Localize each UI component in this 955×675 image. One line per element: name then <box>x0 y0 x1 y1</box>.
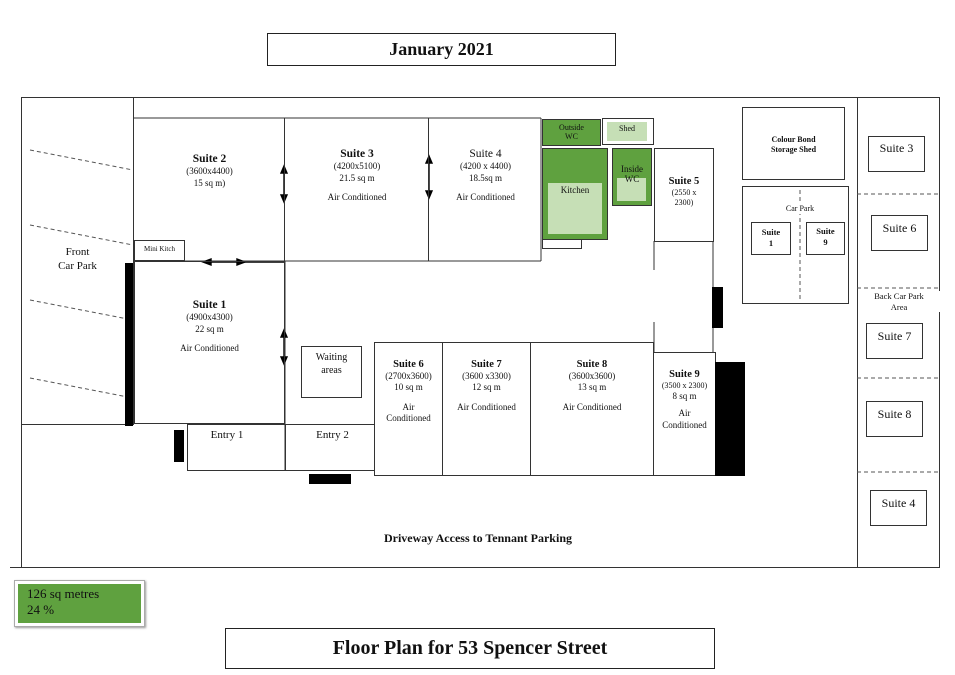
right-suite-4-label: Suite 4 <box>881 496 916 510</box>
right-suite-8-label: Suite 8 <box>877 407 912 421</box>
suite-9-name: Suite 9 <box>669 369 700 380</box>
legend-box: 126 sq metres 24 % <box>14 580 145 627</box>
suite-1-area: 22 sq m <box>195 323 224 334</box>
suite-8-note: Air Conditioned <box>562 401 622 412</box>
entry-2-door <box>309 474 351 484</box>
entry-1-label: Entry 1 <box>210 429 244 441</box>
suite-1-note: Air Conditioned <box>180 342 239 353</box>
car-park-label: Car Park <box>770 204 830 214</box>
right-suite-8 <box>866 401 923 437</box>
right-suite-7 <box>866 323 923 359</box>
suite-6-dims: (2700x3600) <box>385 371 432 382</box>
suite-7-name: Suite 7 <box>471 359 502 370</box>
right-suite-3-label: Suite 3 <box>879 141 914 155</box>
suite-2-label: Suite 2 (3600x4400) 15 sq m) <box>134 152 285 189</box>
suite-3-label: Suite 3 (4200x5100) 21.5 sq m Air Condit… <box>285 147 429 203</box>
suite-8-name: Suite 8 <box>576 359 608 370</box>
suite-9-label: Suite 9 (3500 x 2300) 8 sq m Air Conditi… <box>653 368 716 431</box>
front-wall-block <box>125 263 133 426</box>
suite-3-area: 21.5 sq m <box>339 172 375 183</box>
entry-2-label: Entry 2 <box>316 429 349 441</box>
kitchen-label: Kitchen <box>560 185 590 195</box>
kitchen-bench <box>542 239 582 249</box>
car-park-suite-9-label: Suite 9 <box>816 226 835 247</box>
suite-4-label: Suite 4 (4200 x 4400) 18.5sq m Air Condi… <box>430 147 541 203</box>
colour-bond-shed <box>742 107 845 180</box>
suite-3-name: Suite 3 <box>340 148 374 160</box>
shed-label: Shed <box>619 124 635 133</box>
driveway-label: Driveway Access to Tennant Parking <box>383 531 572 545</box>
suite-7-note: Air Conditioned <box>457 401 516 412</box>
suite-7-label: Suite 7 (3600 x3300) 12 sq m Air Conditi… <box>442 358 531 413</box>
suite-1-label: Suite 1 (4900x4300) 22 sq m Air Conditio… <box>134 298 285 354</box>
suite-1 <box>134 261 285 424</box>
suite-5-door <box>712 287 723 328</box>
right-suite-6-label: Suite 6 <box>882 221 917 235</box>
right-suite-7-label: Suite 7 <box>877 329 912 343</box>
outside-wc <box>542 119 601 146</box>
waiting-areas-label: Waiting areas <box>315 352 348 376</box>
suite-4-dims: (4200 x 4400) <box>460 161 511 172</box>
bottom-cover <box>10 567 858 568</box>
back-car-park-box <box>742 186 849 304</box>
suite-1-name: Suite 1 <box>192 299 227 311</box>
suite-5-dims: (2550 x 2300) <box>671 188 697 208</box>
suite-3 <box>285 118 429 261</box>
suite-7-dims: (3600 x3300) <box>462 371 511 382</box>
footer-title-text: Floor Plan for 53 Spencer Street <box>332 637 608 659</box>
footer-title: Floor Plan for 53 Spencer Street <box>225 628 715 669</box>
right-suite-3 <box>868 136 925 172</box>
suite-5 <box>654 148 714 242</box>
back-car-park-area-label: Back Car Park Area <box>858 291 940 313</box>
suite-9-area: 8 sq m <box>672 391 697 402</box>
entry-1-door <box>174 430 184 462</box>
suite-8-label: Suite 8 (3600x3600) 13 sq m Air Conditio… <box>530 358 654 413</box>
suite-6-area: 10 sq m <box>394 382 423 393</box>
suite-4-area: 18.5sq m <box>468 172 502 183</box>
suite-2-dims: (3600x4400) <box>186 166 233 177</box>
right-suite-4 <box>870 490 927 526</box>
shed-fill <box>607 122 647 141</box>
front-car-park <box>21 97 134 425</box>
kitchen-inner <box>548 183 602 234</box>
waiting-areas <box>301 346 362 398</box>
suite-8-area: 13 sq m <box>577 382 607 393</box>
legend-area: 126 sq metres <box>27 586 100 601</box>
mini-kitch <box>134 240 185 261</box>
car-park-suite-1 <box>751 222 791 255</box>
suite-5-label: Suite 5 (2550 x 2300) <box>654 175 714 208</box>
suite-2-name: Suite 2 <box>192 153 227 165</box>
legend-percent: 24 % <box>27 602 55 617</box>
suite-6-note: Air Conditioned <box>386 401 431 423</box>
suite-4-note: Air Conditioned <box>456 191 515 202</box>
suite-6-name: Suite 6 <box>393 359 424 370</box>
car-park-suite-9 <box>806 222 845 255</box>
front-car-park-label: Front Car Park <box>58 246 97 272</box>
suite-9-dims: (3500 x 2300) <box>661 381 708 391</box>
suite-6-label: Suite 6 (2700x3600) 10 sq m Air Conditio… <box>374 358 443 424</box>
inside-wc-inner <box>617 178 646 201</box>
back-strip <box>857 97 858 568</box>
right-suite-6 <box>871 215 928 251</box>
suite-5-name: Suite 5 <box>668 176 700 187</box>
suite-3-note: Air Conditioned <box>327 191 387 202</box>
suite-9-wall-block <box>715 362 745 476</box>
suite-4-name: Suite 4 <box>469 148 502 160</box>
car-park-suite-1-label: Suite 1 <box>761 227 781 248</box>
legend-swatch <box>18 584 141 623</box>
suite-7-area: 12 sq m <box>472 382 501 393</box>
page-title: January 2021 <box>267 33 616 66</box>
suite-9-note: Air Conditioned <box>662 408 707 430</box>
suite-2 <box>134 118 285 261</box>
suite-3-dims: (4200x5100) <box>333 161 381 172</box>
suite-8-dims: (3600x3600) <box>568 371 616 382</box>
suite-1-dims: (4900x4300) <box>186 312 233 323</box>
mini-kitch-label: Mini Kitch <box>144 245 175 253</box>
inside-wc-label: Inside WC <box>621 164 643 185</box>
page-title-text: January 2021 <box>389 39 494 59</box>
colour-bond-label: Colour Bond Storage Shed <box>770 135 817 154</box>
suite-2-area: 15 sq m) <box>193 177 226 188</box>
outside-wc-label: Outside WC <box>559 123 584 141</box>
